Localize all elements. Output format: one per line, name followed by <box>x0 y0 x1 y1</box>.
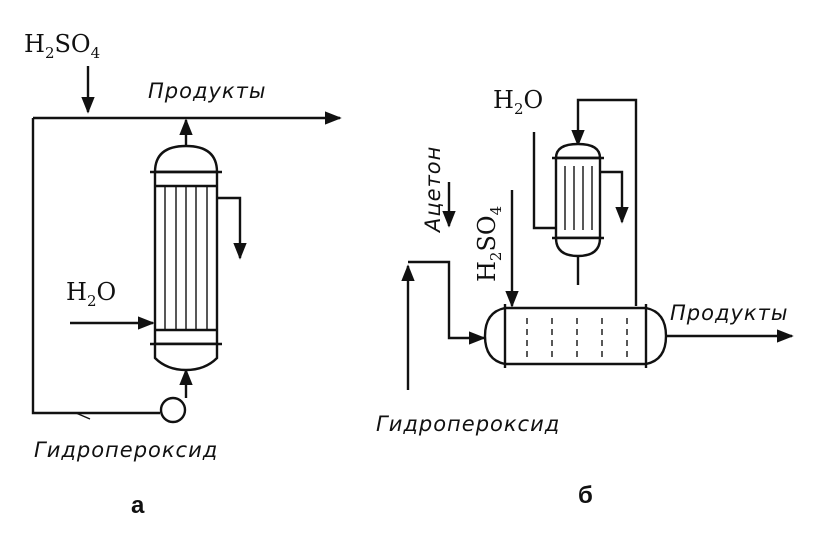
hydroperoxide-label-b: Гидропероксид <box>376 412 560 436</box>
condenser-top-cap-b <box>554 142 602 160</box>
scheme-a: H2SO4 Продукты <box>24 30 342 519</box>
vapor-return-line-b <box>571 98 638 306</box>
caption-b: б <box>578 482 593 509</box>
leader-line-a <box>75 412 91 420</box>
horizontal-drum-b <box>483 304 668 368</box>
caption-a: а <box>131 492 145 519</box>
coolant-inlet-line-b <box>532 132 556 230</box>
feed-line-b <box>408 260 486 345</box>
tube-reactor-a <box>150 144 222 372</box>
water-label-a: H2O <box>66 278 116 310</box>
scheme-b: H2O Ацетон H2SO4 <box>376 86 794 509</box>
reactor-top-cap-a <box>153 144 219 174</box>
recycle-loop-line-a <box>31 118 160 415</box>
condenser-b <box>552 142 604 258</box>
water-label-b: H2O <box>493 86 543 118</box>
coolant-outlet-arrow-b <box>600 170 629 224</box>
products-label-b: Продукты <box>670 301 788 325</box>
reactor-bottom-cap-a <box>153 342 219 372</box>
acetone-label-b: Ацетон <box>421 146 445 234</box>
acid-label-a: H2SO4 <box>24 30 100 62</box>
products-label-a: Продукты <box>148 79 266 103</box>
condenser-bottom-cap-b <box>554 236 602 258</box>
water-outlet-arrow-a <box>217 196 247 260</box>
pump-a <box>159 396 187 424</box>
drum-body-b <box>483 306 668 366</box>
drum-internals-b <box>526 318 628 358</box>
condenser-shell-b <box>554 156 602 240</box>
hydroperoxide-label-a: Гидропероксид <box>34 438 218 462</box>
acid-label-b: H2SO4 <box>473 206 505 282</box>
